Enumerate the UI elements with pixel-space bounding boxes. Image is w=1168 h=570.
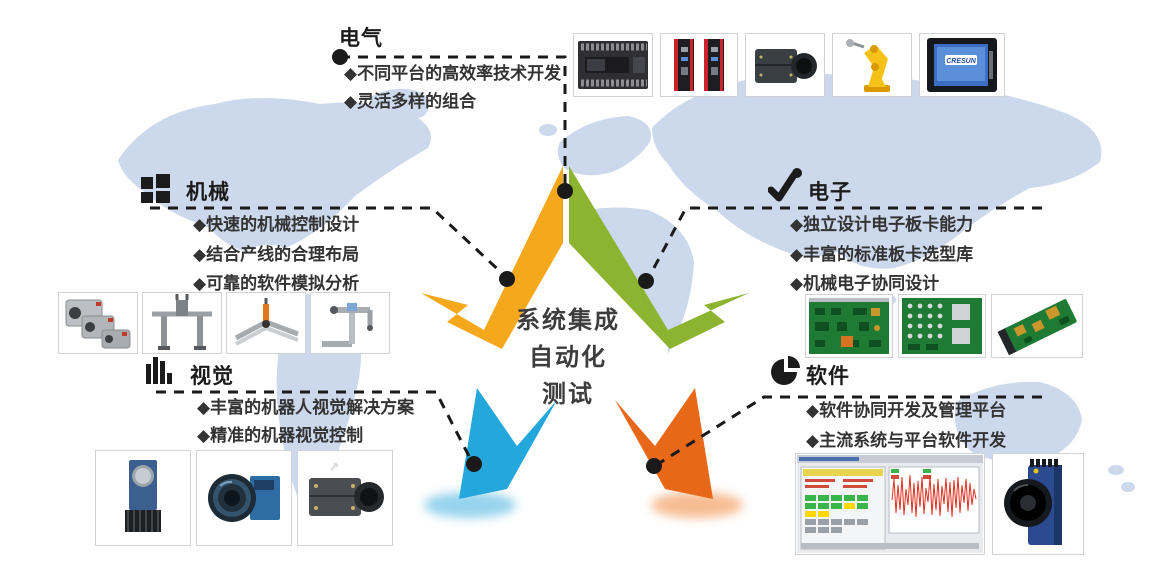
section-title-electronic: 电子: [808, 181, 852, 204]
dashed-connectors: [150, 55, 1042, 466]
bullet-item: ◆软件协同开发及管理平台: [806, 401, 1007, 420]
electronic-bullets: ◆独立设计电子板卡能力 ◆丰富的标准板卡选型库 ◆机械电子协同设计: [790, 210, 973, 299]
xyz-stage-graphic: [234, 298, 299, 346]
section-title-mechanical: 机械: [186, 181, 230, 204]
product-image-vision-smart-camera: [992, 453, 1084, 555]
star-arm-orange: [615, 388, 713, 499]
product-image-smart-camera-blue: [95, 450, 191, 546]
camera-graphic: [755, 49, 817, 83]
star-center-text: 系统集成 自动化 测试: [516, 306, 620, 408]
star-arm-green: [569, 166, 749, 349]
robot-arm-graphic: [846, 39, 890, 92]
vision-cam3-graphic: [309, 463, 384, 516]
product-image-pcb-board-2: [898, 294, 986, 358]
product-image-robot-arm: [832, 33, 912, 97]
mechanical-bullets: ◆快速的机械控制设计 ◆结合产线的合理布局 ◆可靠的软件模拟分析: [193, 210, 359, 299]
plc-module-graphic: [578, 41, 648, 89]
connector-dots: [332, 49, 662, 474]
gantry-graphic: [152, 294, 212, 350]
center-line-2: 自动化: [529, 343, 607, 371]
cylinders-graphic: [65, 299, 131, 349]
smart-camera-graphic: [1004, 459, 1062, 545]
pcb2-graphic: [902, 298, 982, 354]
vision-bullets: ◆丰富的机器人视觉解决方案 ◆精准的机器视觉控制: [197, 394, 414, 450]
vision-cam2-graphic: [208, 474, 280, 522]
product-image-xyz-stage: [226, 292, 306, 354]
product-image-industrial-controllers: [660, 33, 738, 97]
bullet-item: ◆丰富的机器人视觉解决方案: [197, 398, 415, 417]
product-image-box-camera: [297, 450, 393, 546]
pulse-check-icon: [768, 168, 802, 202]
bullet-item: ◆主流系统与平台软件开发: [806, 431, 1007, 450]
product-image-pcb-board-1: [805, 294, 893, 358]
bullet-item: ◆机械电子协同设计: [790, 274, 940, 293]
bullet-item: ◆快速的机械控制设计: [193, 215, 360, 234]
section-title-vision: 视觉: [190, 365, 234, 388]
pcb3-graphic: [997, 299, 1077, 356]
cartesian-graphic: [322, 303, 373, 347]
orange-tip-glow: [651, 492, 743, 518]
software-bullets: ◆软件协同开发及管理平台 ◆主流系统与平台软件开发: [806, 396, 1006, 456]
product-image-cartesian-robot: [310, 292, 390, 354]
section-title-electric: 电气: [339, 27, 383, 50]
bullet-item: ◆不同平台的高效率技术开发: [344, 64, 562, 83]
star-arm-blue: [459, 388, 557, 499]
product-image-gantry-robot: [142, 292, 222, 354]
bullet-item: ◆灵活多样的组合: [344, 92, 477, 111]
product-image-industrial-camera: [745, 33, 825, 97]
bullet-item: ◆独立设计电子板卡能力: [790, 215, 974, 234]
blue-tip-glow: [424, 492, 516, 518]
software-ui-graphic: [797, 455, 983, 553]
bullet-item: ◆可靠的软件模拟分析: [193, 274, 360, 293]
product-image-plc-module: [573, 33, 653, 97]
bars-icon: [146, 357, 172, 384]
star-arm-gold: [421, 166, 563, 349]
hmi-brand-label: CRESUN: [946, 58, 977, 65]
product-image-hmi-touch-panel: CRESUN: [919, 33, 1005, 97]
center-line-3: 测试: [542, 381, 594, 408]
vision-cam1-graphic: [125, 460, 161, 532]
product-image-pcb-card-angled: [991, 294, 1083, 358]
pcb1-graphic: [809, 298, 889, 354]
pie-chart-icon: [771, 356, 800, 385]
section-title-software: 软件: [806, 365, 850, 388]
product-image-test-software-screenshot: [795, 453, 985, 555]
product-image-pneumatic-cylinders: [58, 292, 138, 354]
electric-bullets: ◆不同平台的高效率技术开发 ◆灵活多样的组合: [344, 60, 561, 116]
center-line-1: 系统集成: [516, 306, 620, 334]
product-image-lens-camera: [196, 450, 292, 546]
hmi-graphic: CRESUN: [927, 38, 997, 92]
grid-squares-icon: [141, 174, 170, 203]
bullet-item: ◆丰富的标准板卡选型库: [790, 244, 974, 264]
bullet-item: ◆精准的机器视觉控制: [197, 426, 364, 445]
bullet-item: ◆结合产线的合理布局: [193, 244, 360, 264]
controllers-graphic: [674, 39, 724, 91]
